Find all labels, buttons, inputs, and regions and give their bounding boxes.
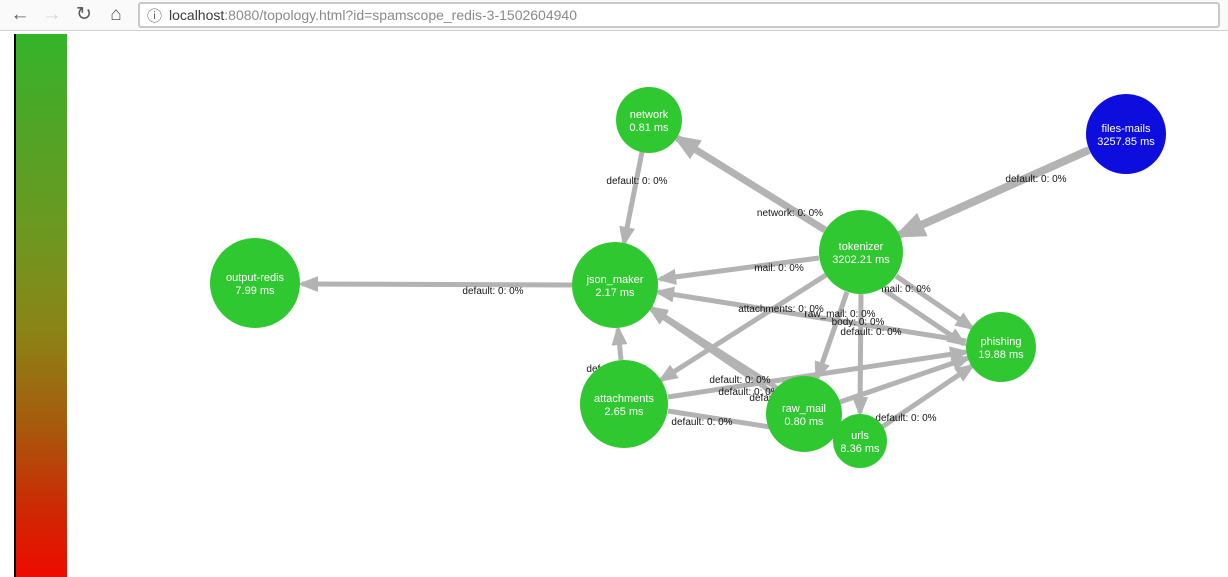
edge-tokenizer-to-attachments: [657, 272, 828, 383]
edge-label-tokenizer-to-network: network: 0: 0%: [757, 208, 823, 219]
edge-label-tokenizer-to-attachments: attachments: 0: 0%: [738, 304, 824, 315]
home-icon[interactable]: ⌂: [110, 4, 122, 25]
node-circle-network[interactable]: [616, 87, 682, 153]
node-circle-files-mails[interactable]: [1086, 94, 1166, 174]
node-circle-output-redis[interactable]: [210, 238, 300, 328]
edge-label-urls-to-phishing: default: 0: 0%: [875, 413, 936, 424]
url-field[interactable]: ⓘ localhost:8080/topology.html?id=spamsc…: [138, 2, 1220, 28]
url-host: localhost: [169, 7, 225, 23]
edge-label-tokenizer-to-raw_mail: raw_mail: 0: 0%: [804, 309, 875, 320]
edge-attachments-to-json_maker: [611, 325, 628, 361]
edge-label-attachments-to-urls: default: 0: 0%: [671, 417, 732, 428]
edge-label-network-to-json_maker: default: 0: 0%: [606, 176, 667, 187]
edge-label-phishing-to-json_maker: default: 0: 0%: [840, 327, 901, 338]
edge-tokenizer-to-network: [672, 135, 827, 233]
node-circle-json_maker[interactable]: [572, 242, 658, 328]
node-circle-phishing[interactable]: [966, 312, 1036, 382]
edge-tokenizer-to-phishing: [894, 273, 976, 331]
edge-label-attachments-to-phishing: default: 0: 0%: [709, 375, 770, 386]
back-icon[interactable]: ←: [10, 4, 30, 25]
edge-json_maker-to-output-redis: [298, 276, 573, 293]
node-circle-tokenizer[interactable]: [819, 210, 903, 294]
edge-label-files-mails-to-tokenizer: default: 0: 0%: [1005, 174, 1066, 185]
forward-icon[interactable]: →: [42, 4, 62, 25]
topology-canvas[interactable]: network: 0: 0%default: 0: 0%default: 0: …: [0, 32, 1228, 577]
url-path: :8080/topology.html?id=spamscope_redis-3…: [224, 7, 577, 23]
edge-label-json_maker-to-output-redis: default: 0: 0%: [462, 286, 523, 297]
edge-label-tokenizer-to-phishing: mail: 0: 0%: [881, 284, 931, 295]
edge-raw_mail-to-phishing: [839, 355, 972, 405]
edge-label-tokenizer-to-json_maker: mail: 0: 0%: [754, 263, 804, 274]
edge-phishing-to-json_maker: [654, 286, 967, 344]
edge-urls-to-phishing: [880, 363, 976, 430]
page-info-icon[interactable]: ⓘ: [147, 7, 163, 25]
edge-tokenizer-to-json_maker: [656, 255, 820, 285]
browser-toolbar: ← → ↻ ⌂ ⓘ localhost:8080/topology.html?i…: [0, 0, 1228, 31]
edge-attachments-to-phishing: [667, 346, 970, 400]
edge-tokenizer-to-phishing: [882, 287, 968, 347]
node-circle-attachments[interactable]: [580, 360, 668, 448]
latency-gradient-legend: [14, 34, 67, 577]
refresh-icon[interactable]: ↻: [76, 4, 92, 25]
edge-tokenizer-to-raw_mail: [814, 291, 850, 382]
edge-label-tokenizer-to-phishing: body: 0: 0%: [832, 317, 885, 328]
edge-files-mails-to-tokenizer: [893, 146, 1091, 239]
edge-label-raw_mail-to-json_maker: default: 0: 0%: [718, 387, 779, 398]
url-text: localhost:8080/topology.html?id=spamscop…: [169, 7, 577, 23]
node-circle-urls[interactable]: [833, 414, 887, 468]
node-circle-raw_mail[interactable]: [766, 376, 842, 452]
edge-network-to-json_maker: [619, 151, 645, 247]
